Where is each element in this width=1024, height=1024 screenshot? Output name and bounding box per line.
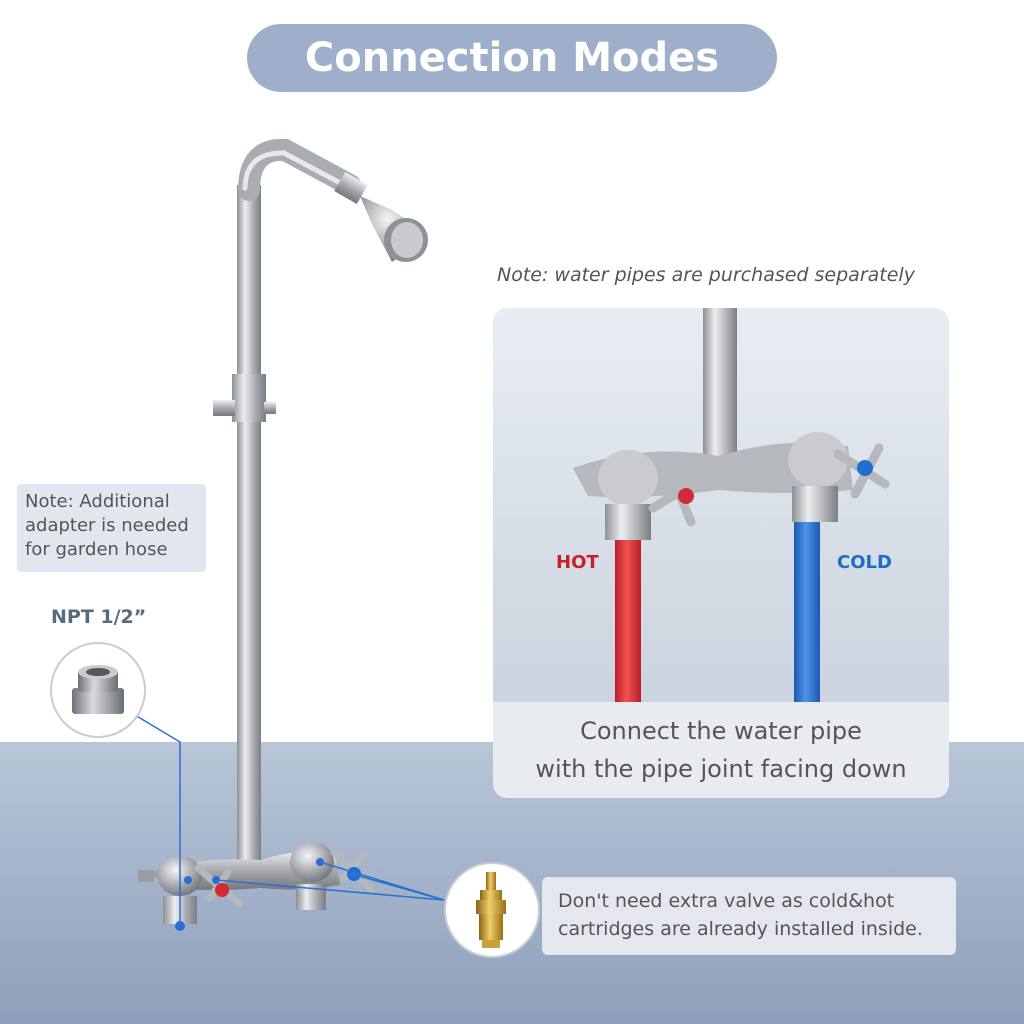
wall-bracket [213,374,276,422]
vertical-pipe [237,185,261,860]
note-adapter: Note: Additional adapter is needed for g… [17,484,206,572]
brass-cartridge-icon [476,872,506,948]
hot-label: HOT [556,552,599,573]
cold-pipe [794,522,820,702]
inset-caption: Connect the water pipe with the pipe joi… [493,702,949,798]
hot-pipe [615,540,641,702]
pipe-connection-inset: HOT COLD Connect the water pipe with the… [493,308,949,798]
note-cartridge: Don't need extra valve as cold&hot cartr… [542,877,956,955]
hot-indicator [215,883,229,897]
cold-label: COLD [837,552,892,573]
inset-illustration [573,308,890,702]
page-title: Connection Modes [247,24,777,92]
npt-fitting-icon [72,665,124,714]
cartridge-detail [444,862,540,958]
note-water-pipes: Note: water pipes are purchased separate… [497,264,915,286]
npt-fitting-detail [50,642,146,738]
shower-head [334,171,428,262]
npt-label: NPT 1/2” [51,606,147,628]
